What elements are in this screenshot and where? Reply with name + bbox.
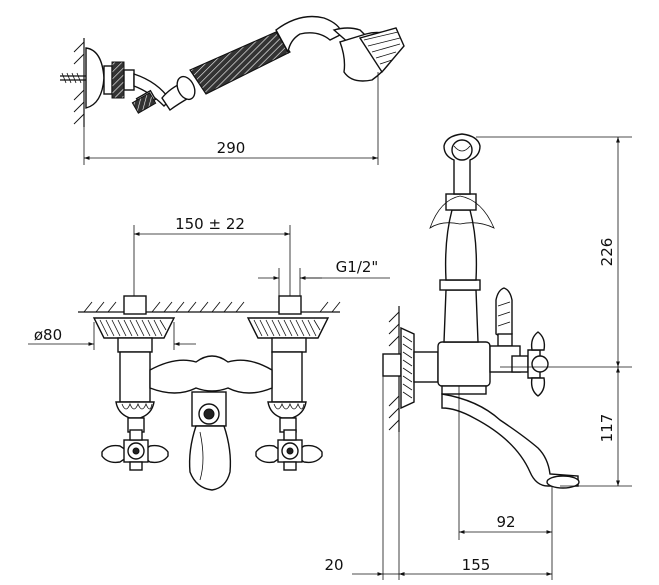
- wall-hatching: [73, 41, 85, 125]
- wall-screw: [60, 72, 86, 84]
- right-connector: [246, 295, 330, 353]
- dim-20-label: 20: [324, 556, 343, 574]
- side-handle: [511, 331, 549, 397]
- outlet-spout-front: [188, 391, 232, 491]
- shower-head: [332, 27, 405, 82]
- front-view: 150 ± 22 G1/2" ø80: [28, 215, 390, 491]
- dim-thread-label: G1/2": [336, 258, 379, 276]
- dim-92-label: 92: [496, 513, 515, 531]
- wall-bracket: [85, 47, 171, 114]
- dim-80-label: ø80: [34, 326, 62, 344]
- side-rosette: [382, 326, 439, 410]
- hand-shower-view: 290: [60, 15, 405, 165]
- right-handle: [255, 429, 323, 471]
- side-wall-hatching: [388, 311, 400, 431]
- dim-117-label: 117: [598, 414, 616, 443]
- dim-226-label: 226: [598, 238, 616, 267]
- dim-150-label: 150 ± 22: [175, 215, 245, 233]
- left-connector: [92, 295, 176, 353]
- dim-155-label: 155: [462, 556, 491, 574]
- dim-290-label: 290: [217, 139, 246, 157]
- hand-shower-handle: [161, 15, 343, 112]
- left-handle: [101, 429, 169, 471]
- side-column: [429, 133, 495, 343]
- mixer-body: [115, 351, 307, 433]
- front-wall-hatching: [83, 301, 341, 313]
- side-body: [437, 341, 580, 489]
- side-view: 226 117 92 20 155: [324, 133, 632, 580]
